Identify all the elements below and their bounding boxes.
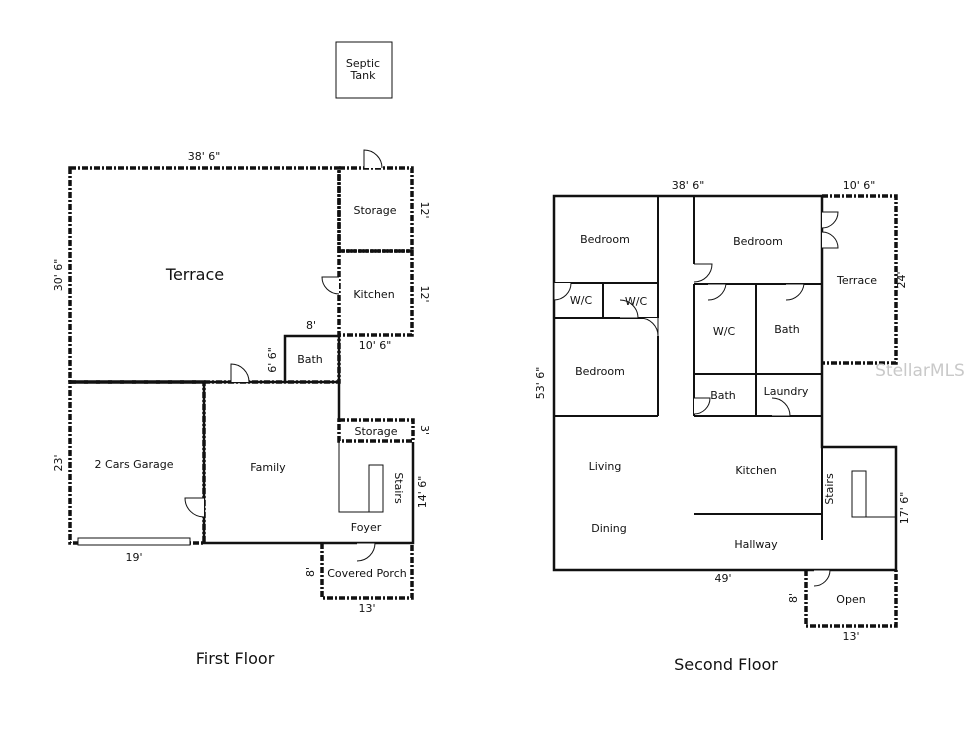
storage-top-label: Storage [353,204,396,217]
bath-outline [283,334,341,384]
sf-wc-3-label: W/C [713,325,736,338]
sf-door-3 [693,263,713,283]
septic-tank: Septic Tank [335,41,393,99]
dim-ff-left-height: 30' 6" [52,259,65,292]
sf-door-11 [813,569,831,587]
stair-rail [368,464,384,513]
dim-ff-storage-h: 12' [418,201,431,218]
sf-stair-rail [851,470,867,518]
door-arc-4 [184,497,205,518]
sf-bedroom-3-label: Bedroom [575,365,625,378]
dim-sf-top-width: 38' 6" [672,179,705,192]
sf-living-label: Living [589,460,622,473]
kitchen-outline [339,249,414,337]
bath-label: Bath [297,353,323,366]
sf-bath-2-label: Bath [710,389,736,402]
second-floor-caption: Second Floor [674,655,778,674]
sf-wc-1-label: W/C [570,294,593,307]
door-arc-2 [321,276,340,295]
dim-sf-open-h: 8' [787,593,800,603]
stairs-box [338,441,383,513]
dim-sf-bottom-width: 49' [714,572,731,585]
dim-ff-storage-small-h: 3' [418,425,431,435]
dim-ff-garage-w: 19' [125,551,142,564]
door-arc-3 [230,363,250,383]
sf-door-7 [707,283,727,301]
sf-interior-walls [554,196,823,540]
dim-sf-stairs-h: 17' 6" [898,492,911,525]
dim-ff-garage-h: 23' [52,454,65,471]
sf-open-label: Open [836,593,865,606]
dim-ff-bath-w: 8' [306,319,316,332]
septic-label-1: Septic [346,57,380,70]
sf-stairs-label: Stairs [823,473,836,505]
kitchen-label: Kitchen [353,288,394,301]
dim-sf-terrace-h: 24' [895,271,908,288]
dim-ff-porch-h: 8' [304,567,317,577]
septic-label-2: Tank [350,69,377,82]
foyer-label: Foyer [351,521,382,534]
sf-door-9 [693,397,711,415]
watermark: StellarMLS [875,361,965,381]
second-floor-plan: Bedroom Bedroom Terrace W/C W/C W/C Bath… [534,179,911,674]
dim-sf-open-w: 13' [842,630,859,643]
first-floor-caption: First Floor [196,649,275,668]
dim-ff-top-width: 38' 6" [188,150,221,163]
sf-door-2 [821,231,839,249]
sf-dining-label: Dining [591,522,627,535]
garage-outline [68,380,206,545]
dim-ff-stairs-h: 14' 6" [416,476,429,509]
porch-outline [320,543,414,600]
dim-ff-porch-w: 13' [358,602,375,615]
sf-bedroom-2-label: Bedroom [733,235,783,248]
garage-door [77,537,191,546]
door-arc-5 [356,542,376,562]
porch-label: Covered Porch [327,567,407,580]
terrace-label: Terrace [165,265,224,284]
sf-door-1 [821,211,839,229]
sf-kitchen-label: Kitchen [735,464,776,477]
sf-open-outline [804,570,898,628]
sf-door-5 [619,299,639,319]
storage-small-label: Storage [354,425,397,438]
sf-bath-1-label: Bath [774,323,800,336]
stairs-label: Stairs [392,472,405,504]
dim-sf-terrace-w: 10' 6" [843,179,876,192]
sf-terrace-label: Terrace [836,274,877,287]
first-floor-plan: Terrace Storage Kitchen Bath 2 Cars Gara… [52,149,431,668]
sf-door-4 [553,282,572,301]
sf-door-6 [639,317,659,337]
garage-label: 2 Cars Garage [95,458,174,471]
dim-sf-left-height: 53' 6" [534,367,547,400]
family-outline [202,380,415,545]
sf-wc-2-label: W/C [625,295,648,308]
dim-ff-bath-h: 6' 6" [266,347,279,373]
sf-laundry-label: Laundry [764,385,809,398]
sf-door-10 [771,397,791,417]
sf-hallway-label: Hallway [734,538,778,551]
family-label: Family [250,461,286,474]
sf-bedroom-1-label: Bedroom [580,233,630,246]
dim-ff-kitchen-h: 12' [418,285,431,302]
sf-terrace-outline [822,194,898,365]
sf-door-8 [785,283,805,301]
storage-small-outline [337,418,415,443]
dim-ff-kitchen-w: 10' 6" [359,339,392,352]
door-arc-1 [363,149,383,169]
